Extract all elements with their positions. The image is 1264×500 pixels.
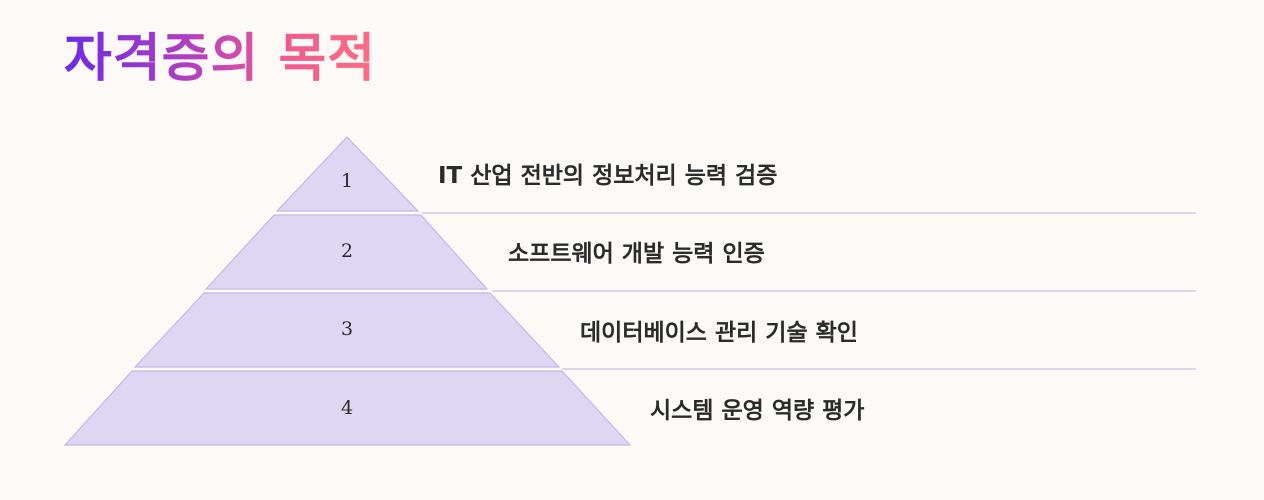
level-2-label: 소프트웨어 개발 능력 인증 (508, 241, 765, 267)
pyramid-level-4 (63, 370, 632, 446)
level-3-label: 데이터베이스 관리 기술 확인 (580, 320, 858, 346)
pyramid-level-3 (133, 292, 561, 368)
level-3-number: 3 (340, 318, 354, 340)
level-1-label: IT 산업 전반의 정보처리 능력 검증 (438, 163, 778, 189)
level-4-number: 4 (340, 397, 354, 419)
level-2-number: 2 (340, 240, 354, 262)
page-title: 자격증의 목적 (64, 26, 376, 92)
level-1-number: 1 (340, 170, 354, 192)
pyramid-level-1 (275, 136, 420, 212)
pyramid-level-2 (204, 214, 489, 290)
level-4-label: 시스템 운영 역량 평가 (650, 398, 865, 424)
